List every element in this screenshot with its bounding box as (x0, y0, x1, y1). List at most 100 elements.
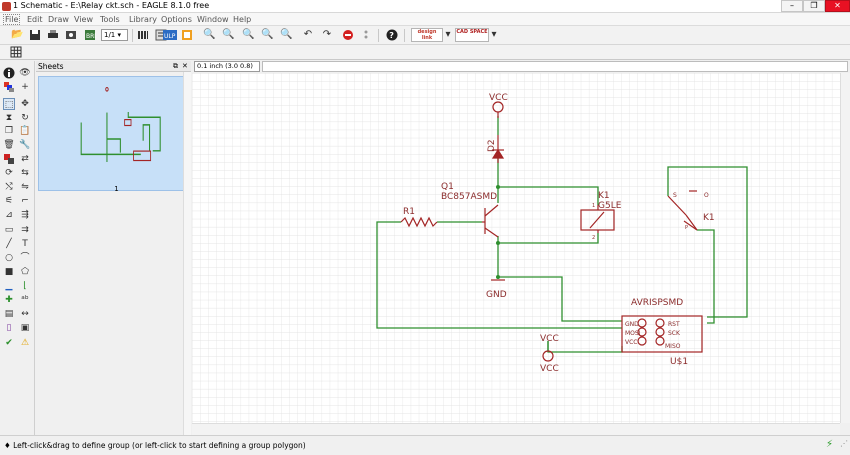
design-link-dropdown-icon[interactable]: ▾ (445, 29, 451, 40)
coordinate-bar: 0.1 inch (3.0 0.8) (192, 61, 850, 73)
zoom-fit-icon[interactable]: 🔍 (203, 29, 216, 40)
change-icon[interactable]: ⟳ (5, 168, 13, 178)
schematic-parts (400, 101, 703, 362)
menu-view[interactable]: View (74, 15, 93, 24)
add-part-icon[interactable]: 🔧 (19, 140, 31, 150)
mirror-icon[interactable]: ⧗ (5, 113, 13, 123)
sheets-panel-header: Sheets ⧉ ✕ (36, 61, 191, 72)
status-bar: ♦ Left-click&drag to define group (or le… (0, 435, 850, 455)
cad-space-button[interactable]: CAD SPACE (455, 28, 489, 42)
menu-tools[interactable]: Tools (100, 15, 120, 24)
dimension-icon[interactable]: ↔ (21, 309, 29, 319)
menu-help[interactable]: Help (233, 15, 252, 24)
maximize-button[interactable]: ❐ (803, 0, 825, 12)
horizontal-scrollbar[interactable] (192, 423, 840, 435)
sheets-scrollbar[interactable] (183, 72, 191, 435)
ulp-icon[interactable]: ULP (162, 29, 178, 41)
k1-name-label: K1 (598, 191, 610, 201)
label-icon[interactable]: ᵃᵇ (21, 295, 29, 305)
mark-icon[interactable]: + (21, 82, 29, 92)
menu-library[interactable]: Library (129, 15, 157, 24)
menu-file[interactable]: File (3, 14, 21, 25)
invoke-icon[interactable]: ⇶ (21, 210, 29, 220)
display-layers-icon[interactable] (3, 81, 15, 93)
grid-icon[interactable] (10, 46, 22, 58)
polygon-icon[interactable]: ⬠ (21, 267, 29, 277)
menu-options[interactable]: Options (161, 15, 192, 24)
line-icon[interactable]: ╱ (6, 239, 12, 249)
net-icon[interactable]: ⌊ (23, 281, 27, 291)
cam-processor-icon[interactable] (65, 29, 77, 41)
frame-icon[interactable]: ▯ (6, 323, 12, 333)
erc-icon[interactable]: ✔ (5, 338, 13, 348)
zoom-in-icon[interactable]: 🔍 (222, 29, 235, 40)
redraw-icon[interactable]: 🔍 (280, 29, 293, 40)
sheet-thumbnail[interactable]: 1 (38, 76, 188, 193)
text-icon[interactable]: T (22, 239, 28, 249)
zoom-select-icon[interactable]: 🔍 (261, 29, 274, 40)
close-button[interactable]: ✕ (825, 0, 850, 12)
menu-draw[interactable]: Draw (48, 15, 69, 24)
show-icon[interactable]: 👁 (19, 68, 31, 78)
net-gnd-rail (498, 276, 622, 322)
route-icon[interactable]: ⇉ (21, 225, 29, 235)
redo-icon[interactable]: ↷ (322, 29, 332, 40)
net-switch-pole (697, 229, 715, 324)
attribute-icon[interactable]: ▤ (4, 309, 14, 319)
help-icon[interactable]: ? (386, 29, 398, 41)
name-icon[interactable]: ⤭ (5, 182, 13, 192)
q1-value-label: BC857ASMD (441, 192, 497, 202)
float-icon[interactable]: ⧉ (173, 62, 178, 70)
save-icon[interactable] (29, 29, 41, 41)
panel-close-icon[interactable]: ✕ (182, 62, 188, 70)
switch-s-label: S (673, 192, 677, 199)
print-icon[interactable] (47, 29, 59, 41)
stop-icon[interactable] (342, 29, 354, 41)
zoom-out-icon[interactable]: 🔍 (242, 29, 255, 40)
command-line-input[interactable] (262, 61, 848, 72)
coil-pin-2-label: 2 (592, 235, 595, 241)
info-icon[interactable] (3, 67, 15, 79)
undo-icon[interactable]: ↶ (303, 29, 313, 40)
vertical-scrollbar[interactable] (840, 73, 850, 423)
delete-icon[interactable]: 🗑 (3, 140, 15, 150)
schematic-canvas[interactable]: VCC D2 Q1 BC857ASMD R1 K1 G5LE K1 GND AV… (192, 73, 840, 423)
gateswap-icon[interactable]: ⇆ (21, 168, 29, 178)
errors-icon[interactable]: ⚠ (20, 338, 30, 348)
copy-icon[interactable]: ❐ (4, 126, 14, 136)
replace-icon[interactable] (3, 153, 15, 165)
open-icon[interactable]: 📂 (11, 29, 24, 40)
sheet-page-number: 1 (114, 185, 119, 193)
design-link-button[interactable]: design link (411, 28, 443, 42)
split-icon[interactable]: ⊿ (5, 210, 13, 220)
rotate-icon[interactable]: ↻ (21, 113, 29, 123)
pinswap-icon[interactable]: ⇄ (21, 154, 29, 164)
paste-icon[interactable]: 📋 (19, 126, 31, 136)
junction-icon[interactable]: ✚ (5, 295, 13, 305)
board-icon[interactable]: BRD (84, 29, 96, 41)
sheet-select[interactable]: 1/1 ▾ (101, 29, 128, 41)
miter-icon[interactable]: ⌐ (21, 196, 29, 206)
cad-space-dropdown-icon[interactable]: ▾ (491, 29, 497, 40)
arc-icon[interactable]: ⌒ (20, 253, 30, 263)
design-block-icon[interactable] (181, 29, 193, 41)
select-tool-icon[interactable]: ⬚ (3, 98, 15, 110)
menu-edit[interactable]: Edit (27, 15, 43, 24)
menu-window[interactable]: Window (197, 15, 229, 24)
move-icon[interactable]: ✥ (21, 99, 29, 109)
bus-icon[interactable]: ▁ (5, 281, 13, 291)
value-icon[interactable]: ⇋ (21, 182, 29, 192)
smash-icon[interactable]: ⚟ (4, 196, 14, 206)
rect-icon[interactable]: ■ (4, 267, 14, 277)
vcc-top-label: VCC (489, 93, 508, 103)
use-library-icon[interactable] (137, 29, 149, 41)
sheets-panel-title: Sheets (38, 62, 64, 71)
k1-switch-symbol (667, 195, 687, 216)
resize-grip-icon[interactable]: ⋰ (840, 439, 848, 448)
modules-icon[interactable]: ▣ (20, 323, 30, 333)
minimize-button[interactable]: – (781, 0, 803, 12)
optimize-icon[interactable]: ▭ (4, 225, 14, 235)
menu-bar: File Edit Draw View Tools Library Option… (0, 13, 850, 26)
go-icon[interactable] (360, 29, 372, 41)
circle-icon[interactable]: ○ (5, 253, 13, 263)
